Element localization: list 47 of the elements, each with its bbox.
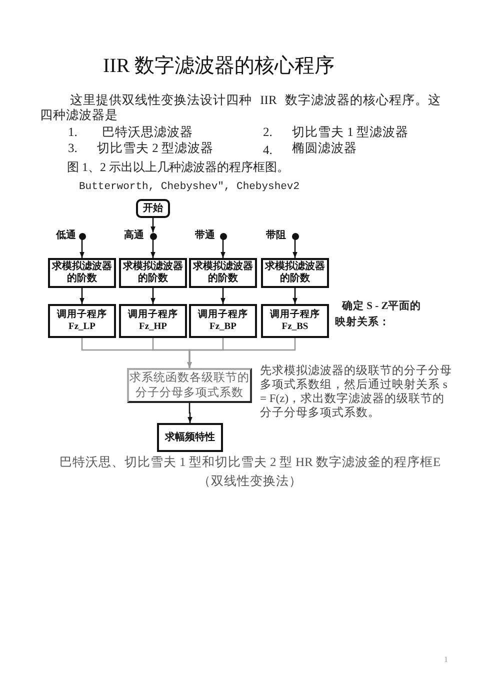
title: IIR 数字滤波器的核心程序 — [103, 54, 335, 78]
process-box: 调用子程序 Fz_BS — [261, 304, 329, 338]
list-item: 椭圆滤波器 — [292, 141, 357, 155]
caption: 巴特沃思、切比雪夫 1 型和切比雪夫 2 型 HR 数字滤波釜的程序框E — [59, 455, 441, 470]
junction-dot — [78, 232, 86, 240]
arrow — [188, 403, 192, 423]
arrow — [80, 288, 84, 304]
side-note: 确定 S - Z平面的映射关系： — [335, 299, 422, 330]
process-box: 调用子程序 Fz_LP — [48, 304, 116, 338]
arrow — [187, 338, 296, 368]
process-box: 求幅频特性 — [157, 423, 223, 452]
list-item: 切比雪夫 2 型滤波器 — [97, 141, 214, 155]
list-item: 巴特沃思滤波器 — [102, 125, 193, 139]
list-number: 4. — [263, 143, 272, 157]
process-box: 调用子程序 Fz_BP — [189, 304, 257, 338]
arrow — [292, 288, 298, 304]
junction-dot — [220, 232, 226, 240]
arrow — [292, 240, 298, 258]
process-box: 求模拟滤波器的阶数 — [189, 258, 257, 288]
start-box: 开始 — [136, 199, 170, 218]
arrow — [220, 240, 226, 258]
junction-dot — [150, 232, 156, 240]
arrow — [150, 218, 156, 232]
page-number: 1 — [444, 655, 448, 665]
junction-dot — [292, 232, 298, 240]
arrow — [150, 288, 156, 304]
arrow — [80, 240, 84, 258]
arrow — [220, 288, 226, 304]
option-label: 带通 — [195, 230, 215, 242]
process-box: 求模拟滤波器的阶数 — [48, 258, 116, 288]
list-number: 2. — [263, 125, 272, 139]
figure-note: 图 1、2 示出以上几种滤波器的程序框图。 — [67, 160, 289, 174]
option-label: 低通 — [56, 230, 76, 242]
arrow — [150, 240, 156, 258]
option-label: 高通 — [124, 230, 144, 242]
process-box: 求模拟滤波器的阶数 — [261, 258, 329, 288]
filter-names: Butterworth, Chebyshev", Chebyshev2 — [79, 181, 300, 193]
list-number: 1. — [68, 125, 78, 139]
process-box: 求系统函数各级联节的分子分母多项式系数 — [127, 368, 252, 403]
process-box: 求模拟滤波器的阶数 — [119, 258, 187, 288]
process-box: 调用子程序 Fz_HP — [119, 304, 187, 338]
list-number: 3. — [68, 141, 78, 155]
caption-subtitle: （双线性变换法） — [198, 474, 302, 489]
side-note: 先求模拟滤波器的级联节的分子分母多项式系数组，然后通过映射关系 s = F(z)，求出数字滤波器的级联节的分子分母多项式系数。 — [260, 364, 453, 420]
intro-paragraph: 这里提供双线性变换法设计四种 IIR 数字滤波器的核心程序。这四种滤波器是 — [40, 93, 442, 122]
option-label: 带阻 — [266, 230, 286, 242]
list-item: 切比雪夫 1 型滤波器 — [292, 125, 408, 139]
